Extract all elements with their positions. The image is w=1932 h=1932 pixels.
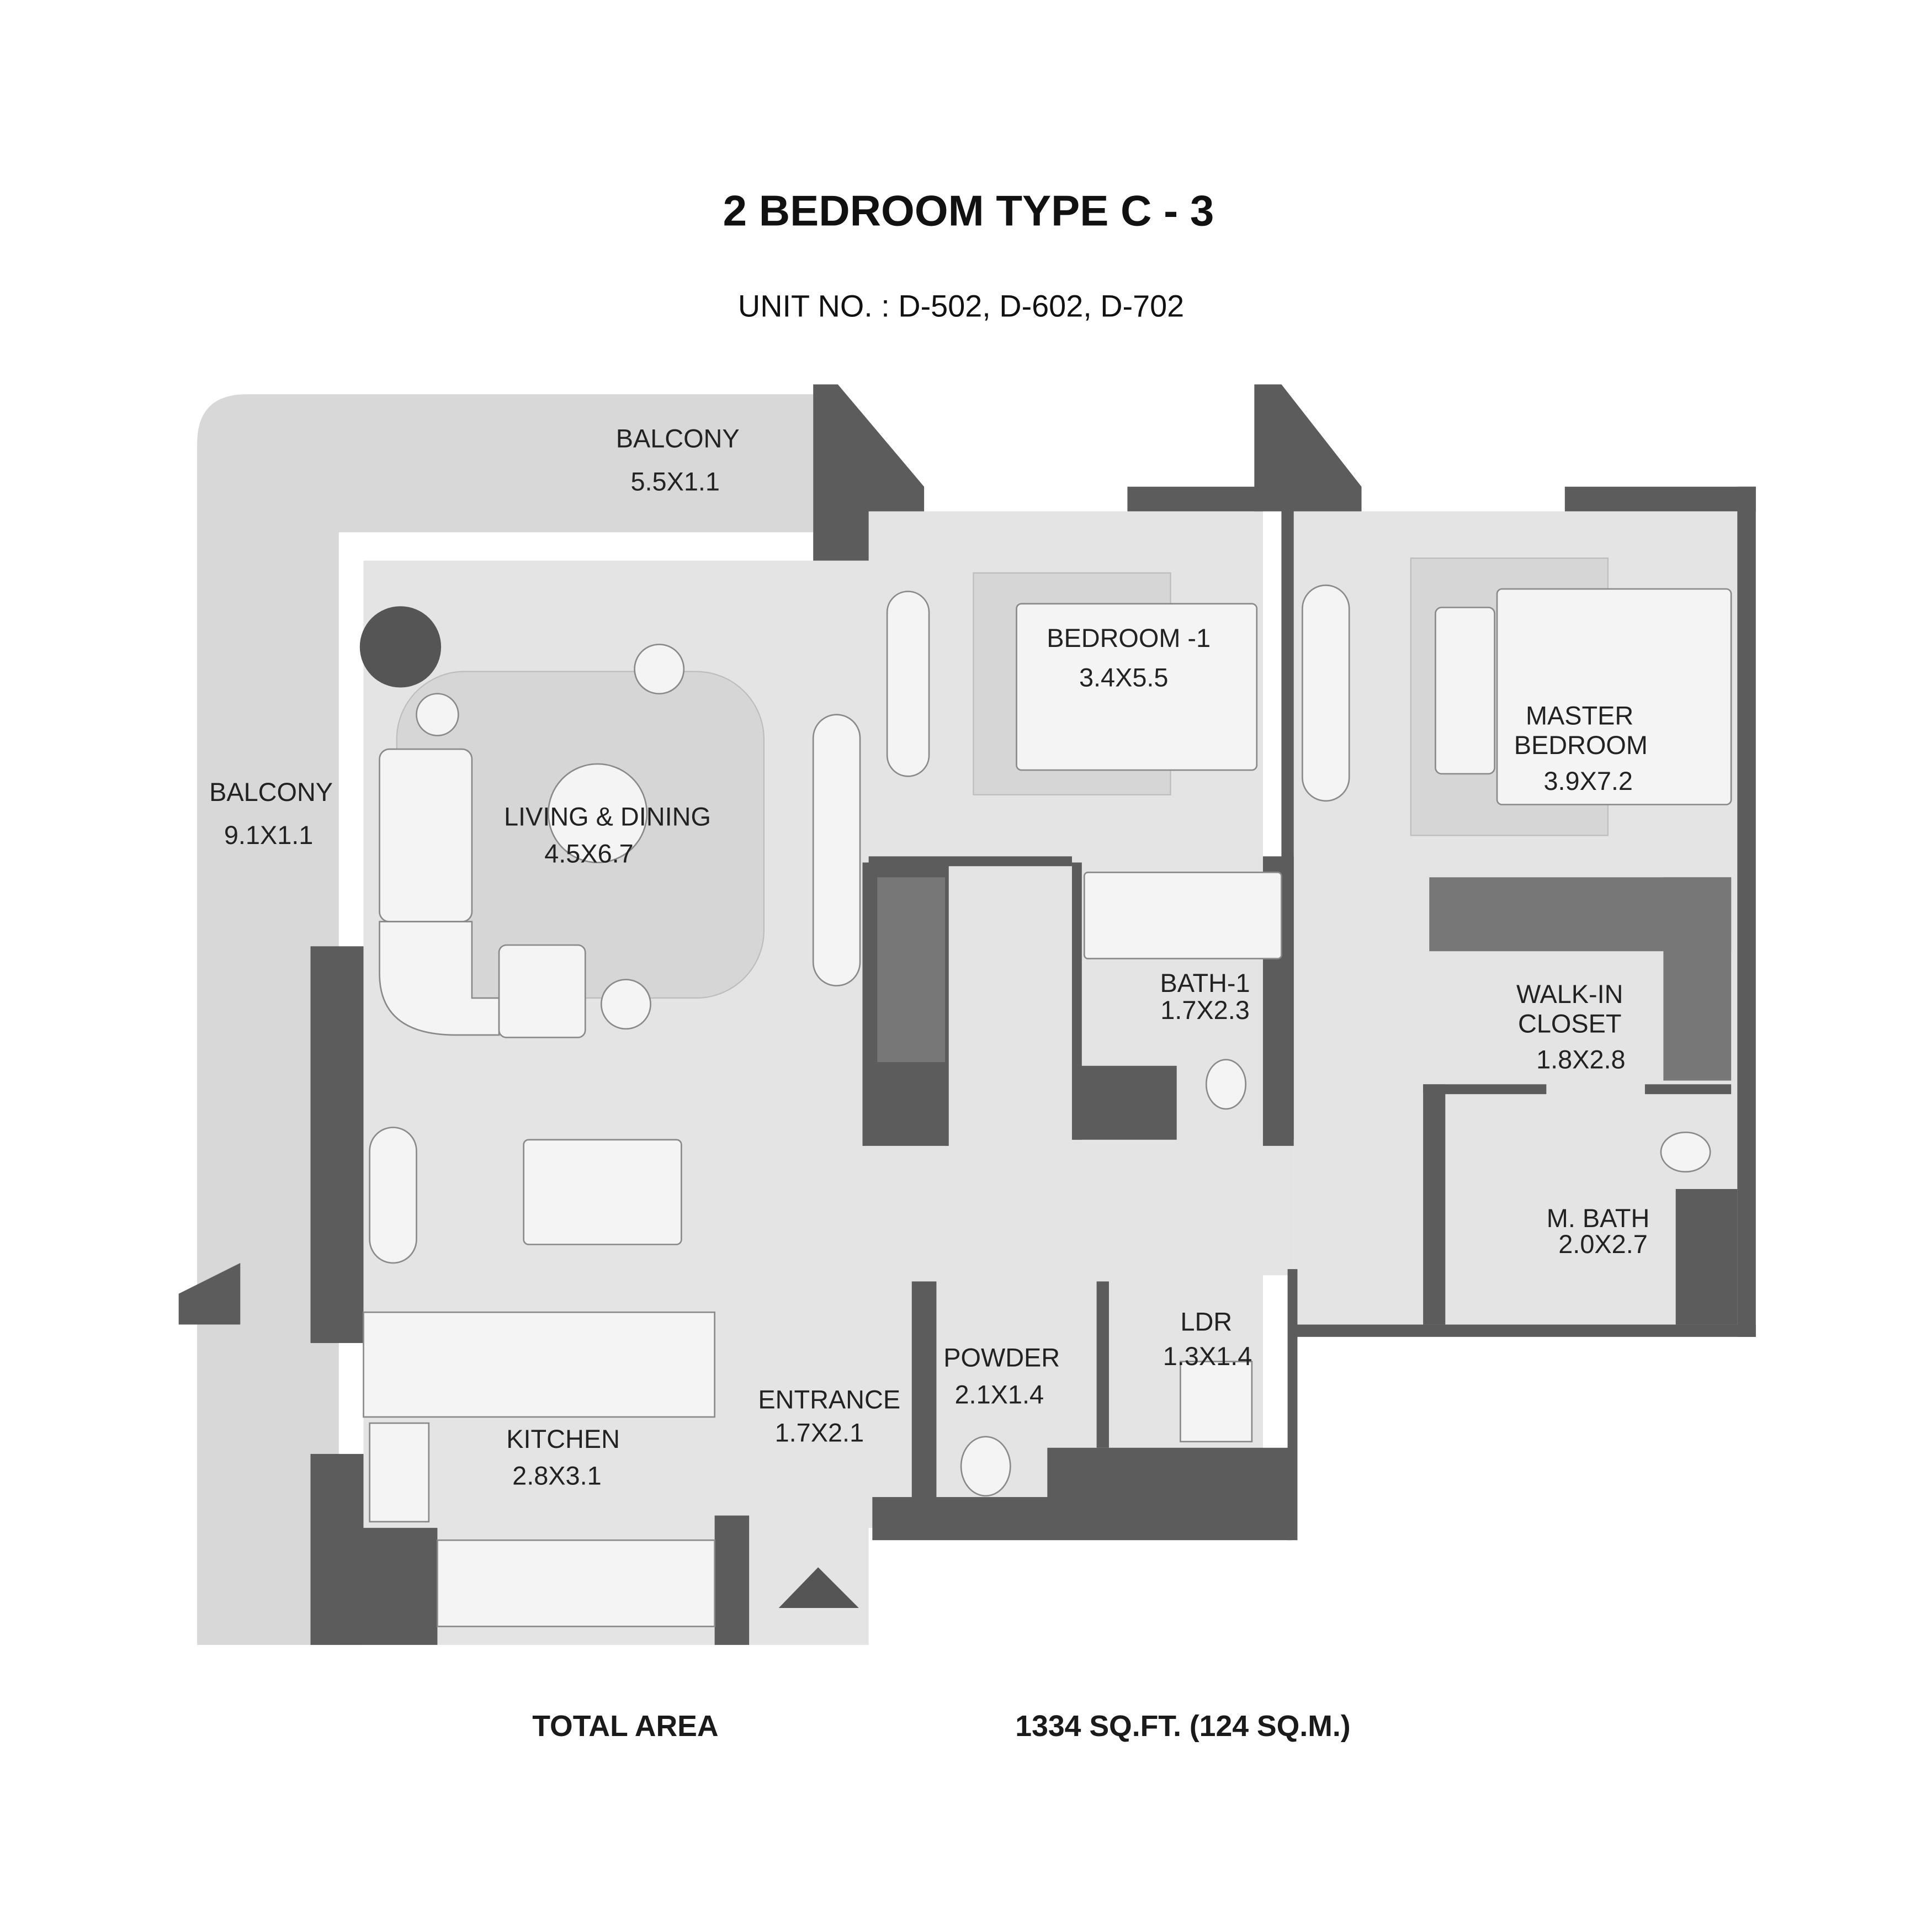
balcony-top-size: 5.5X1.1 <box>630 467 720 496</box>
living-name: LIVING & DINING <box>504 803 711 831</box>
entrance-name: ENTRANCE <box>758 1385 900 1414</box>
ldr-size: 1.3X1.4 <box>1163 1342 1252 1371</box>
mbath-size: 2.0X2.7 <box>1558 1230 1648 1259</box>
ldr-name: LDR <box>1180 1308 1232 1336</box>
powder-size: 2.1X1.4 <box>954 1380 1044 1409</box>
kitchen-size: 2.8X3.1 <box>512 1462 602 1490</box>
closet-size: 1.8X2.8 <box>1536 1045 1626 1074</box>
balcony-left-size: 9.1X1.1 <box>224 821 314 850</box>
total-area-label: TOTAL AREA <box>532 1710 718 1743</box>
entrance-arrow-icon <box>778 1567 859 1608</box>
mbath-name: M. BATH <box>1547 1204 1650 1233</box>
kitchen-name: KITCHEN <box>506 1425 620 1453</box>
unit-numbers: UNIT NO. : D-502, D-602, D-702 <box>738 289 1184 323</box>
closet-name-1: WALK-IN <box>1516 980 1623 1009</box>
entrance-size: 1.7X2.1 <box>775 1419 864 1447</box>
bedroom1-name: BEDROOM -1 <box>1047 624 1211 652</box>
room-labels: BALCONY 5.5X1.1 BALCONY 9.1X1.1 LIVING &… <box>209 424 1649 1490</box>
bedroom1-size: 3.4X5.5 <box>1079 663 1169 692</box>
master-name-2: BEDROOM <box>1514 731 1648 760</box>
powder-name: POWDER <box>943 1343 1060 1372</box>
balcony-top-name: BALCONY <box>616 424 740 453</box>
furniture <box>359 558 1732 1627</box>
master-size: 3.9X7.2 <box>1543 767 1633 795</box>
living-size: 4.5X6.7 <box>544 839 634 868</box>
plan-title: 2 BEDROOM TYPE C - 3 <box>723 186 1214 235</box>
master-name-1: MASTER <box>1526 701 1633 730</box>
bath1-size: 1.7X2.3 <box>1160 996 1250 1025</box>
balcony-left-name: BALCONY <box>209 778 333 806</box>
total-area-value: 1334 SQ.FT. (124 SQ.M.) <box>1015 1710 1350 1743</box>
bath1-name: BATH-1 <box>1160 969 1250 997</box>
closet-name-2: CLOSET <box>1518 1010 1621 1038</box>
